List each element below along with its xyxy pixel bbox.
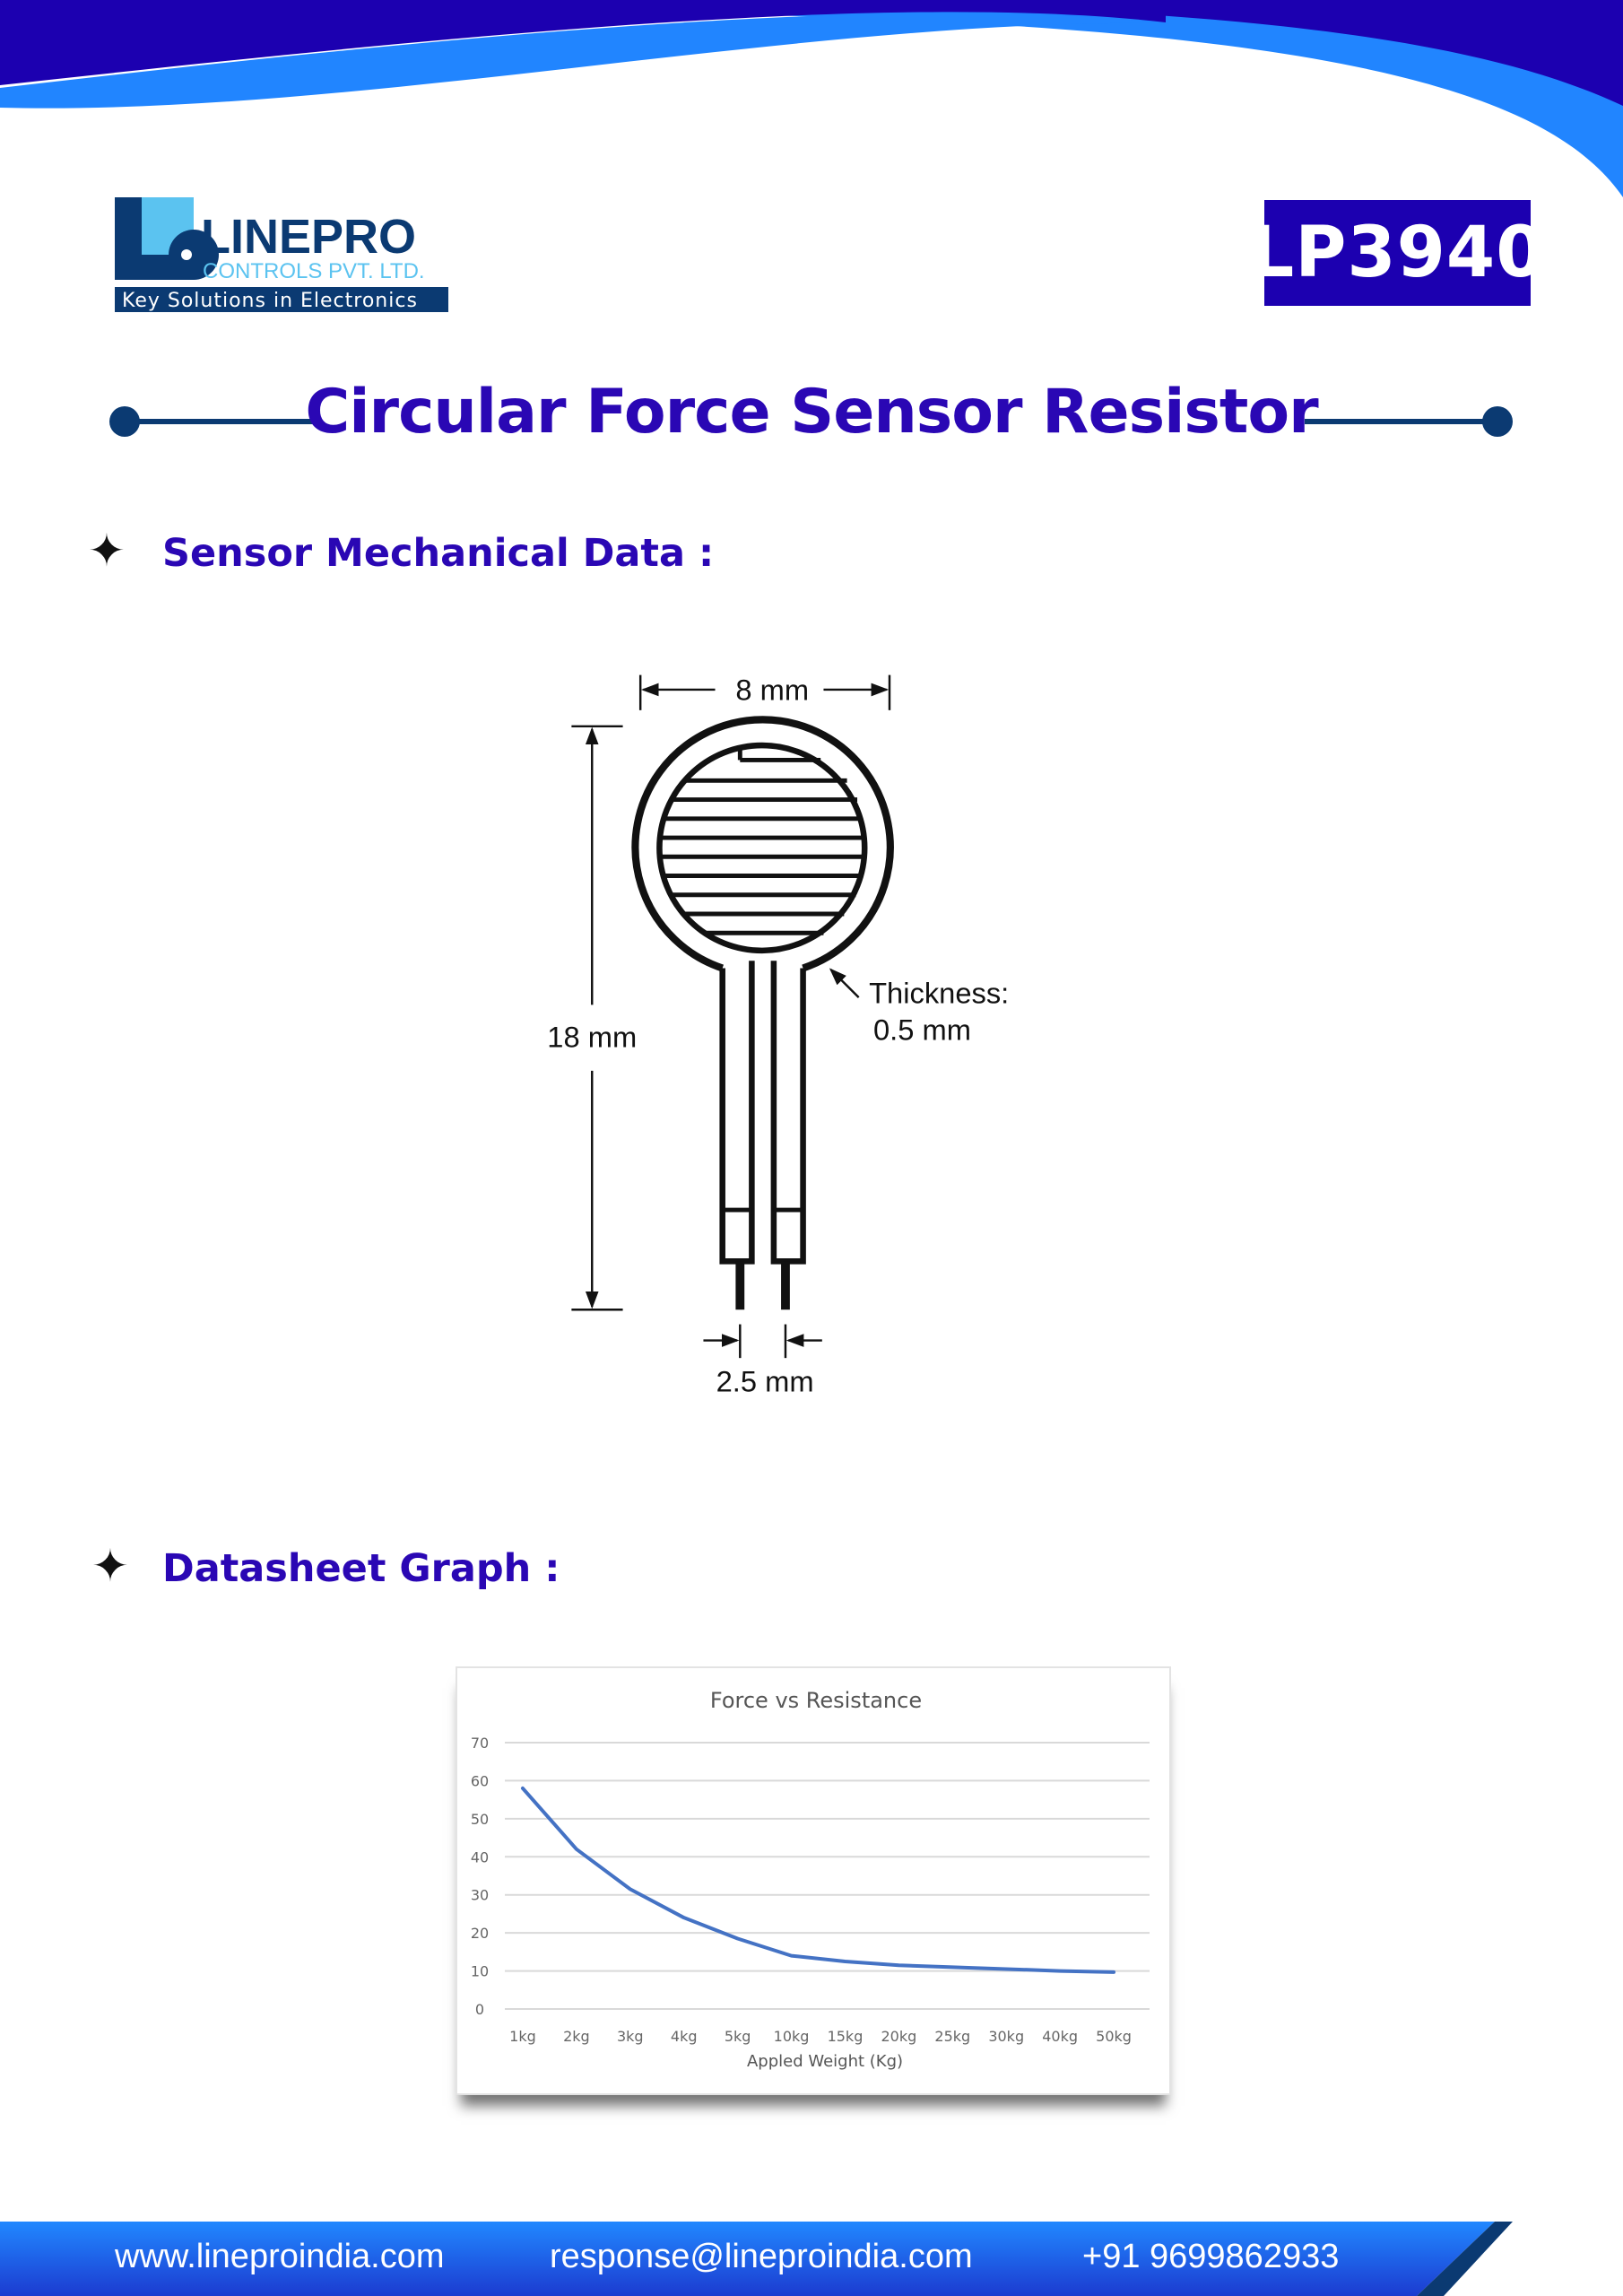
footer-phone[interactable]: +91 9699862933 xyxy=(1082,2238,1340,2275)
svg-text:CONTROLS PVT. LTD.: CONTROLS PVT. LTD. xyxy=(203,259,425,283)
y-tick-label: 20 xyxy=(471,1925,489,1942)
header-wave xyxy=(0,0,1623,197)
thickness-label: Thickness: xyxy=(869,977,1009,1010)
title-right-rule xyxy=(1305,419,1497,424)
thickness-value: 0.5 mm xyxy=(873,1013,971,1047)
x-tick-label: 5kg xyxy=(725,2028,751,2045)
chart-title: Force vs Resistance xyxy=(710,1688,922,1713)
footer-website-link[interactable]: www.lineproindia.com xyxy=(115,2238,445,2275)
footer-bar xyxy=(0,2222,1513,2296)
title-left-rule xyxy=(126,419,321,424)
x-tick-label: 10kg xyxy=(774,2028,810,2045)
sensor-mechanical-diagram: 8 mm 18 mm Thickness: 0.5 mm 2.5 mm xyxy=(547,673,1009,1398)
x-tick-label: 40kg xyxy=(1042,2028,1078,2045)
section-heading-mechanical: Sensor Mechanical Data : xyxy=(162,531,715,576)
pin-spacing-dimension: 2.5 mm xyxy=(716,1365,814,1398)
x-tick-label: 50kg xyxy=(1096,2028,1132,2045)
y-tick-label: 30 xyxy=(471,1887,489,1904)
y-tick-label: 40 xyxy=(471,1848,489,1866)
series-line xyxy=(520,1786,1116,1974)
x-tick-label: 15kg xyxy=(828,2028,864,2045)
x-tick-label: 2kg xyxy=(563,2028,590,2045)
company-logo: LINEPRO CONTROLS PVT. LTD. Key Solutions… xyxy=(115,196,448,314)
footer-email-link[interactable]: response@lineproindia.com xyxy=(550,2238,973,2275)
x-axis-label: Appled Weight (Kg) xyxy=(747,2052,903,2071)
y-tick-label: 60 xyxy=(471,1772,489,1789)
y-tick-label: 0 xyxy=(475,2001,484,2018)
page-title: Circular Force Sensor Resistor xyxy=(305,377,1318,448)
force-resistance-chart: Force vs Resistance Appled Weight (Kg) 0… xyxy=(456,1666,1171,2095)
y-tick-label: 70 xyxy=(471,1735,489,1752)
width-dimension: 8 mm xyxy=(735,673,809,706)
y-tick-label: 10 xyxy=(471,1963,489,1980)
svg-text:Key Solutions in Electronics: Key Solutions in Electronics xyxy=(122,290,418,312)
title-right-dot xyxy=(1482,406,1513,437)
section-heading-graph: Datasheet Graph : xyxy=(162,1546,560,1591)
model-number-badge: LP3940 xyxy=(1250,200,1544,306)
chart-svg: Force vs Resistance Appled Weight (Kg) 0… xyxy=(471,1688,1150,2071)
sparkle-icon: ✦ xyxy=(88,526,126,576)
x-tick-label: 25kg xyxy=(934,2028,970,2045)
length-dimension: 18 mm xyxy=(547,1021,637,1054)
x-tick-label: 20kg xyxy=(881,2028,916,2045)
sparkle-icon: ✦ xyxy=(91,1541,129,1591)
x-tick-label: 4kg xyxy=(671,2028,698,2045)
x-tick-label: 3kg xyxy=(617,2028,644,2045)
x-tick-label: 30kg xyxy=(988,2028,1024,2045)
y-tick-label: 50 xyxy=(471,1811,489,1828)
svg-text:LINEPRO: LINEPRO xyxy=(201,210,416,264)
x-tick-label: 1kg xyxy=(509,2028,536,2045)
